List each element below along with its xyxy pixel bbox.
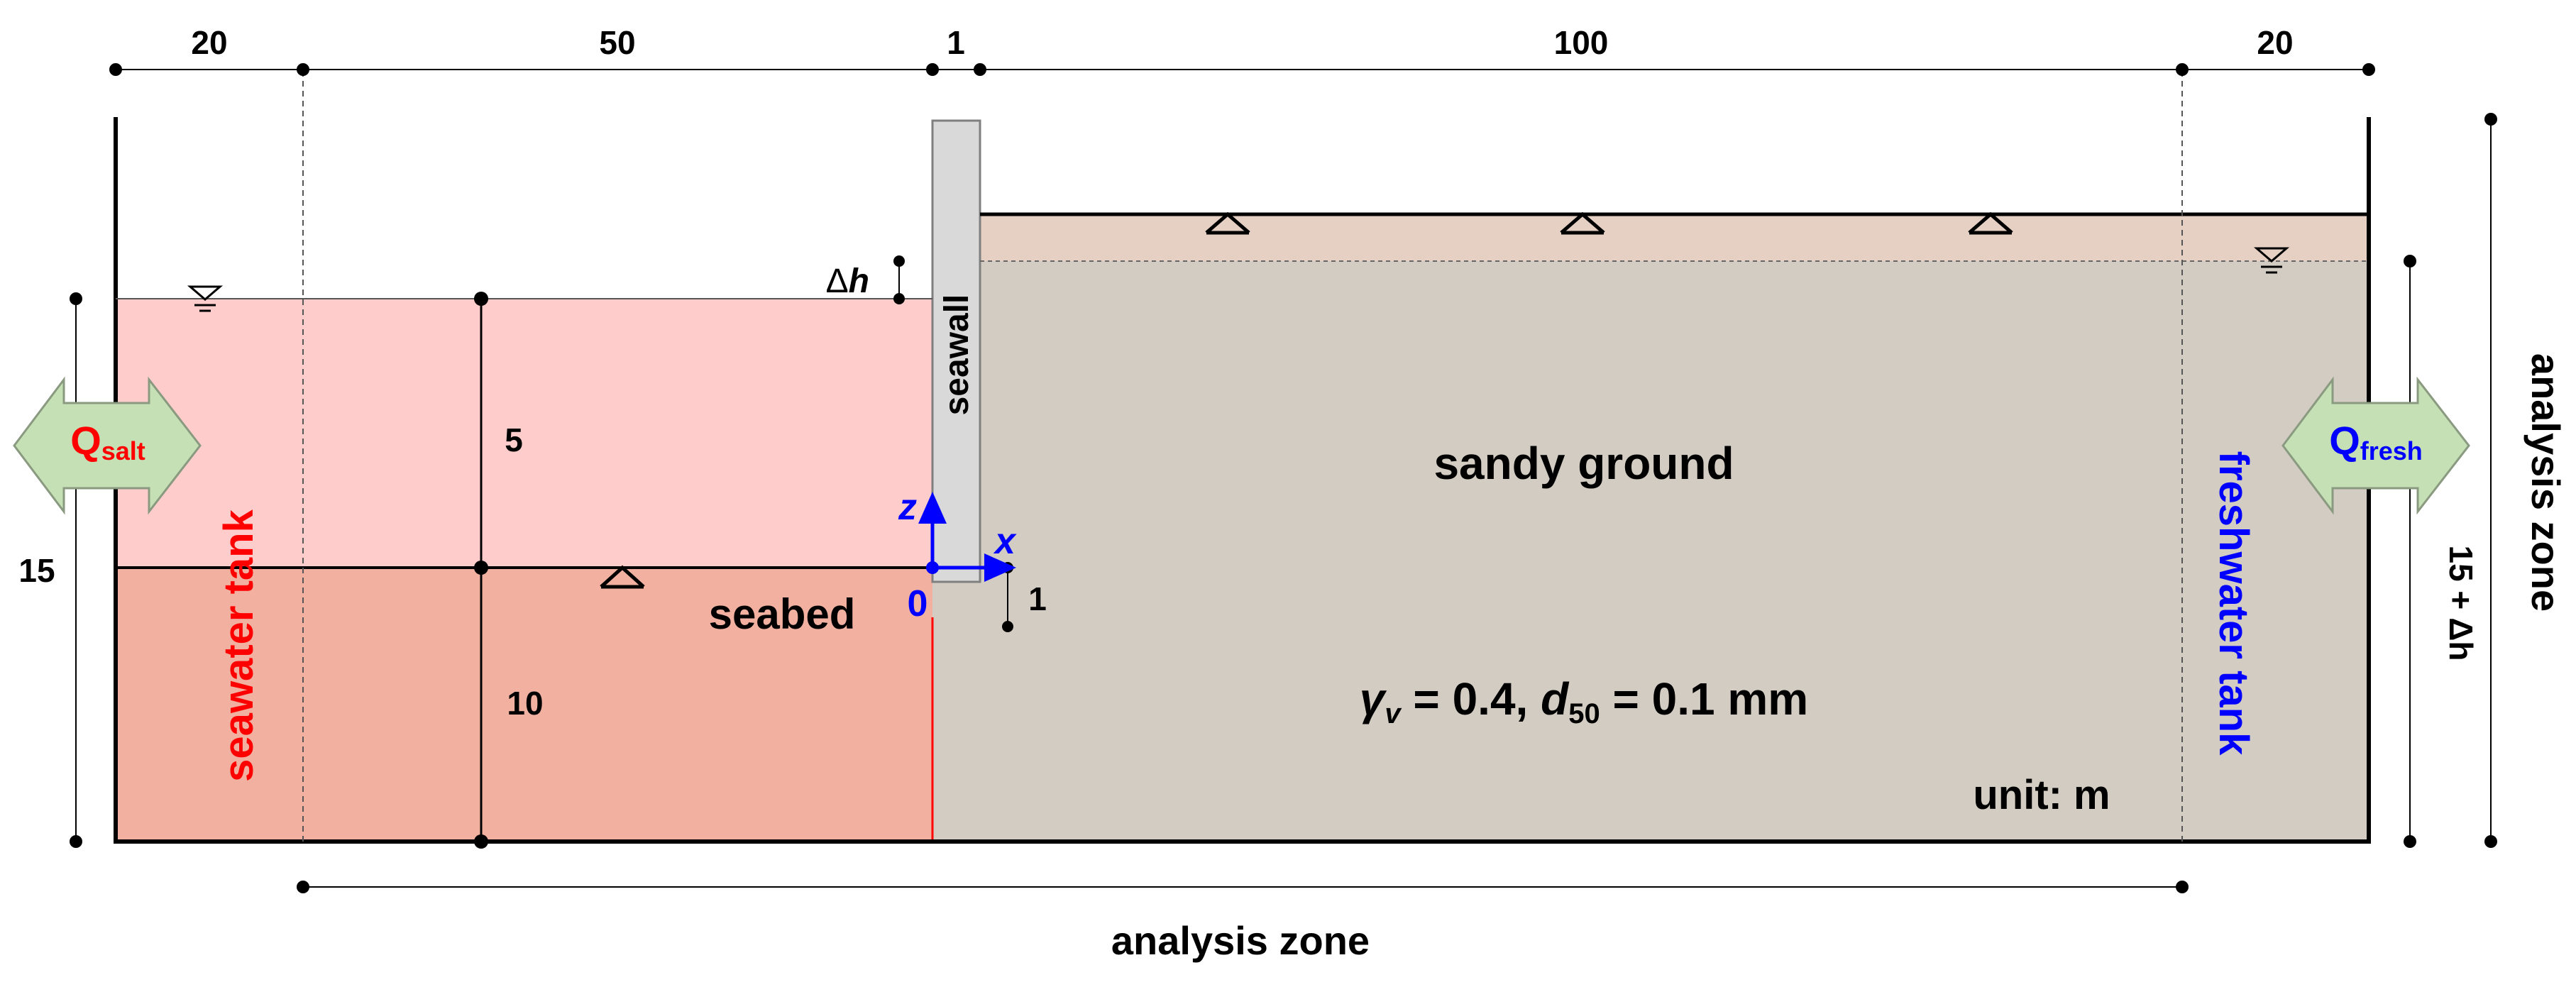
seawater-tank-label: seawater tank: [216, 509, 262, 781]
coordinate-axes: [918, 492, 1016, 582]
dim-seabed-depth: 10: [507, 685, 543, 722]
groundwater-level-icon: [2253, 247, 2290, 274]
axis-z-label: z: [898, 487, 917, 528]
top-dimension-line: [109, 63, 2375, 76]
seawall-label: seawall: [938, 294, 976, 416]
seawater-region: [116, 299, 932, 568]
bottom-analysis-zone-line: [297, 881, 2189, 893]
dim-total-height-right: 15 + Δh: [2443, 545, 2479, 661]
dim-seabed-width: 50: [599, 24, 635, 61]
seabed-region: [116, 568, 932, 842]
dim-seawater-depth: 5: [505, 421, 523, 458]
salt-flow-label: Qsalt: [70, 418, 145, 465]
left-height-dimension: [70, 292, 82, 848]
right-height-dimension: [2404, 255, 2416, 848]
sandy-ground-region: [932, 261, 2369, 842]
dim-total-height-left: 15: [18, 552, 55, 589]
fresh-flow-arrow: [2281, 376, 2470, 515]
analysis-zone-right-label: analysis zone: [2523, 353, 2568, 612]
right-analysis-zone-line: [2484, 113, 2497, 848]
dim-seawall-embedment: 1: [1028, 580, 1047, 617]
analysis-zone-bottom-label: analysis zone: [1111, 918, 1370, 963]
salt-flow-arrow: [13, 376, 202, 515]
surface-layer-region: [980, 214, 2369, 261]
soil-parameters: γv = 0.4, d50 = 0.1 mm: [1360, 673, 1808, 729]
ground-hatch-icon: [600, 211, 2013, 589]
dim-freshwater-tank-width: 20: [2257, 24, 2293, 61]
origin-label: 0: [908, 583, 928, 624]
freshwater-tank-label: freshwater tank: [2211, 451, 2257, 756]
sandy-ground-label: sandy ground: [1433, 438, 1734, 489]
seawater-level-icon: [187, 285, 224, 312]
dim-seawater-tank-width: 20: [191, 24, 227, 61]
dim-seawall-width: 1: [947, 24, 965, 61]
unit-label: unit: m: [1973, 772, 2110, 818]
delta-h-dimension: [893, 255, 905, 304]
axis-x-label: x: [993, 521, 1017, 562]
fresh-flow-label: Qfresh: [2329, 418, 2423, 465]
seabed-label: seabed: [709, 590, 856, 638]
dim-ground-width: 100: [1554, 24, 1609, 61]
dim-delta-h: Δh: [826, 263, 869, 300]
depth-dimension: [474, 292, 488, 849]
